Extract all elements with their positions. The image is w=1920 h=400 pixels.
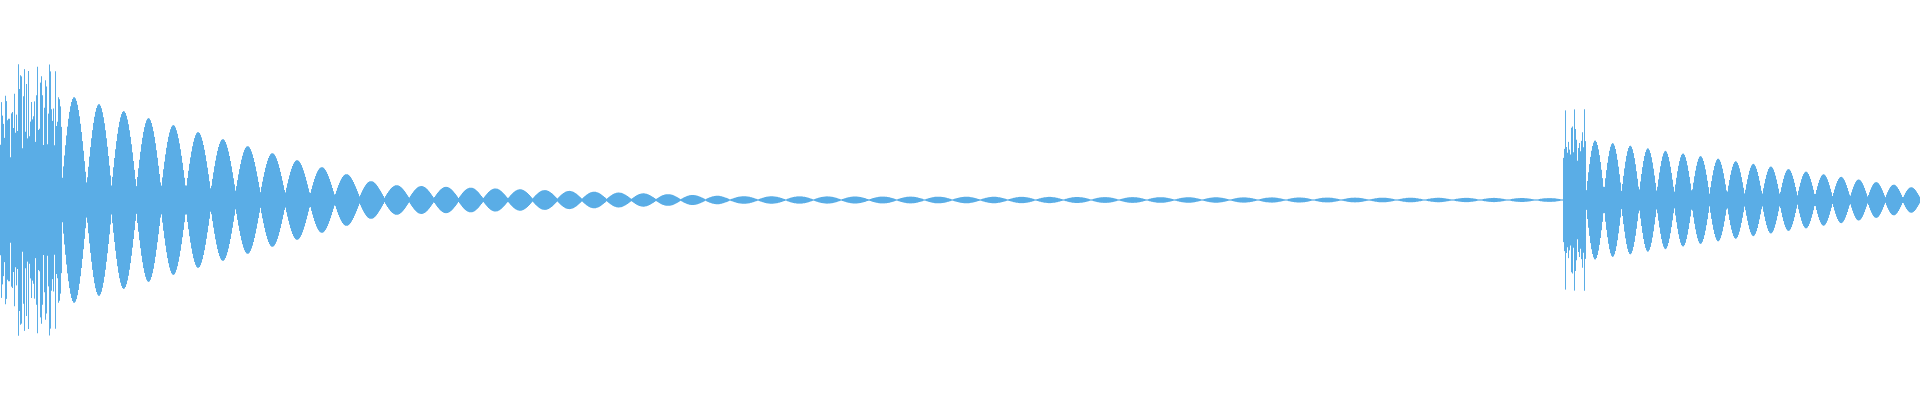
waveform-trace [0,64,1920,336]
waveform-path [0,64,1920,336]
